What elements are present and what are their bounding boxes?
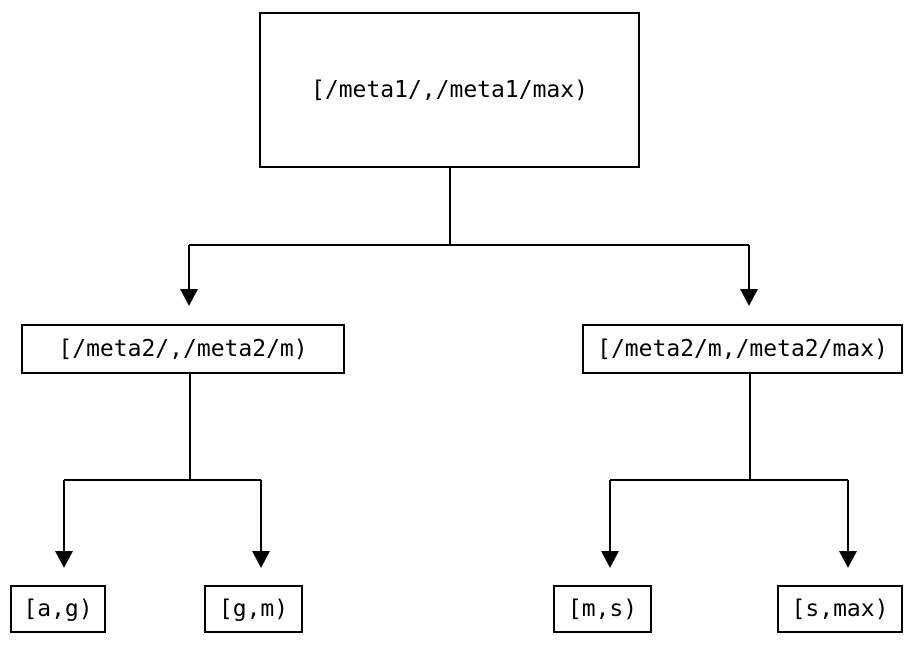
tree-node-leaf-3-label: [m,s) bbox=[567, 595, 638, 622]
arrowhead-to-leaf-3 bbox=[601, 551, 619, 568]
edge-mid-left-to-leaves bbox=[55, 374, 270, 568]
tree-node-root[interactable]: [/meta1/,/meta1/max) bbox=[259, 12, 640, 168]
tree-node-leaf-4[interactable]: [s,max) bbox=[777, 585, 903, 633]
tree-node-leaf-4-label: [s,max) bbox=[791, 595, 889, 622]
arrowhead-to-mid-left bbox=[180, 289, 198, 306]
edge-mid-right-to-leaves bbox=[601, 374, 857, 568]
tree-node-mid-left[interactable]: [/meta2/,/meta2/m) bbox=[21, 324, 345, 374]
tree-node-mid-right-label: [/meta2/m,/meta2/max) bbox=[597, 335, 888, 362]
tree-node-leaf-2-label: [g,m) bbox=[218, 595, 289, 622]
tree-node-leaf-1[interactable]: [a,g) bbox=[10, 585, 106, 633]
tree-node-mid-right[interactable]: [/meta2/m,/meta2/max) bbox=[582, 324, 903, 374]
arrowhead-to-leaf-4 bbox=[839, 551, 857, 568]
edge-root-to-mid-level bbox=[180, 168, 758, 306]
tree-node-leaf-2[interactable]: [g,m) bbox=[204, 585, 303, 633]
arrowhead-to-mid-right bbox=[740, 289, 758, 306]
arrowhead-to-leaf-1 bbox=[55, 551, 73, 568]
tree-node-root-label: [/meta1/,/meta1/max) bbox=[311, 76, 588, 103]
tree-node-mid-left-label: [/meta2/,/meta2/m) bbox=[58, 335, 308, 362]
tree-node-leaf-1-label: [a,g) bbox=[23, 595, 93, 622]
tree-node-leaf-3[interactable]: [m,s) bbox=[553, 585, 652, 633]
arrowhead-to-leaf-2 bbox=[252, 551, 270, 568]
